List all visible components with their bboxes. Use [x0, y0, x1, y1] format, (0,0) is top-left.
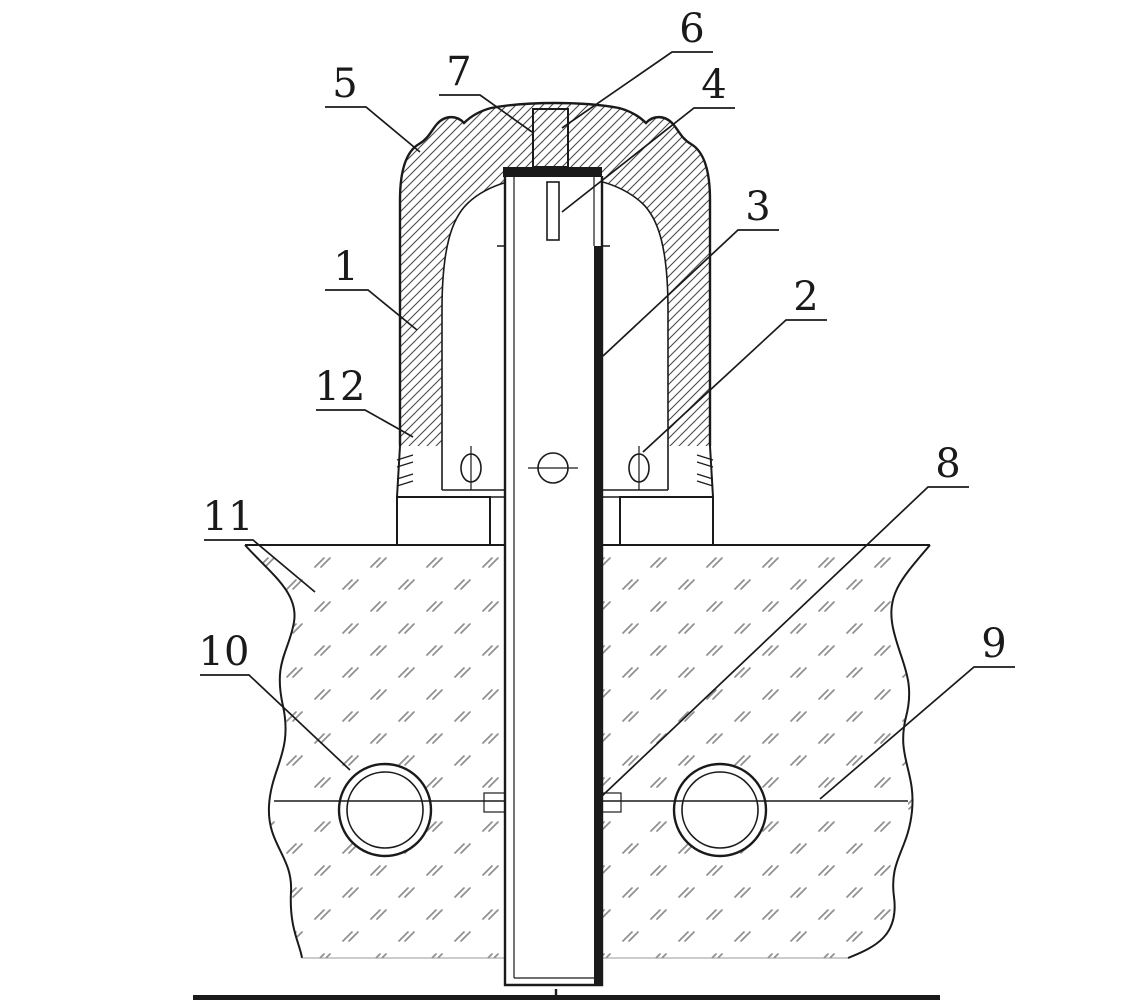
label-text-9: 9 — [981, 621, 1006, 667]
skirt-grooves-right — [696, 454, 714, 487]
ground-left-edge — [244, 544, 303, 959]
label-text-1: 1 — [333, 244, 358, 290]
skirt-outer-edges — [396, 445, 714, 498]
dome-outer-outline — [398, 101, 712, 446]
top-pin — [532, 108, 569, 168]
leader-line-11 — [204, 539, 316, 593]
part-label-4: 4 — [561, 62, 735, 213]
tube-collar-right — [601, 792, 622, 813]
label-text-11: 11 — [203, 494, 254, 540]
center-fixing-hole — [528, 452, 578, 484]
part-label-9: 9 — [819, 621, 1015, 800]
tube-top-cap-bar — [503, 167, 602, 177]
ground-right-edge — [847, 544, 931, 959]
part-label-3: 3 — [602, 184, 779, 357]
buried-pipe-left — [337, 762, 433, 858]
tube-liner-right — [594, 246, 602, 985]
leader-line-5 — [325, 106, 421, 153]
part-label-11: 11 — [203, 494, 316, 593]
leader-line-4 — [561, 107, 735, 213]
page-edge-bar — [193, 995, 940, 1000]
label-text-2: 2 — [793, 274, 818, 320]
label-text-3: 3 — [745, 184, 770, 230]
label-text-8: 8 — [935, 441, 960, 487]
leader-line-3 — [602, 229, 779, 357]
label-text-5: 5 — [332, 61, 357, 107]
label-text-10: 10 — [199, 629, 250, 675]
part-label-5: 5 — [325, 61, 421, 153]
flange-block-right — [619, 496, 714, 546]
part-label-12: 12 — [315, 364, 414, 438]
part-label-10: 10 — [199, 629, 351, 771]
dome-wall-hatch — [400, 103, 710, 446]
label-text-6: 6 — [679, 6, 704, 52]
vent-slot — [546, 181, 560, 241]
bolt-hole-left — [460, 446, 482, 490]
leader-line-9 — [819, 666, 1015, 800]
part-label-2: 2 — [642, 274, 827, 453]
label-text-7: 7 — [446, 49, 471, 95]
reference-labels: 1 2 3 4 5 6 7 8 — [199, 6, 1015, 800]
bolt-hole-right — [628, 446, 650, 490]
part-label-7: 7 — [439, 49, 533, 133]
part-label-1: 1 — [325, 244, 418, 331]
part-label-6: 6 — [561, 6, 713, 129]
label-text-12: 12 — [315, 364, 366, 410]
leader-line-6 — [561, 51, 713, 129]
leader-line-7 — [439, 94, 533, 133]
label-text-4: 4 — [701, 62, 726, 108]
leader-line-12 — [316, 409, 414, 438]
central-tube — [497, 108, 610, 996]
leader-line-10 — [200, 674, 351, 771]
tube-collar-left — [483, 792, 506, 813]
leader-line-1 — [325, 289, 418, 331]
skirt-grooves-left — [396, 454, 414, 487]
tube-body — [505, 176, 602, 985]
flange-block-left — [396, 496, 491, 546]
leader-line-2 — [642, 319, 827, 453]
buried-pipe-right — [672, 762, 768, 858]
part-label-8: 8 — [601, 441, 969, 797]
leader-line-8 — [601, 486, 969, 797]
